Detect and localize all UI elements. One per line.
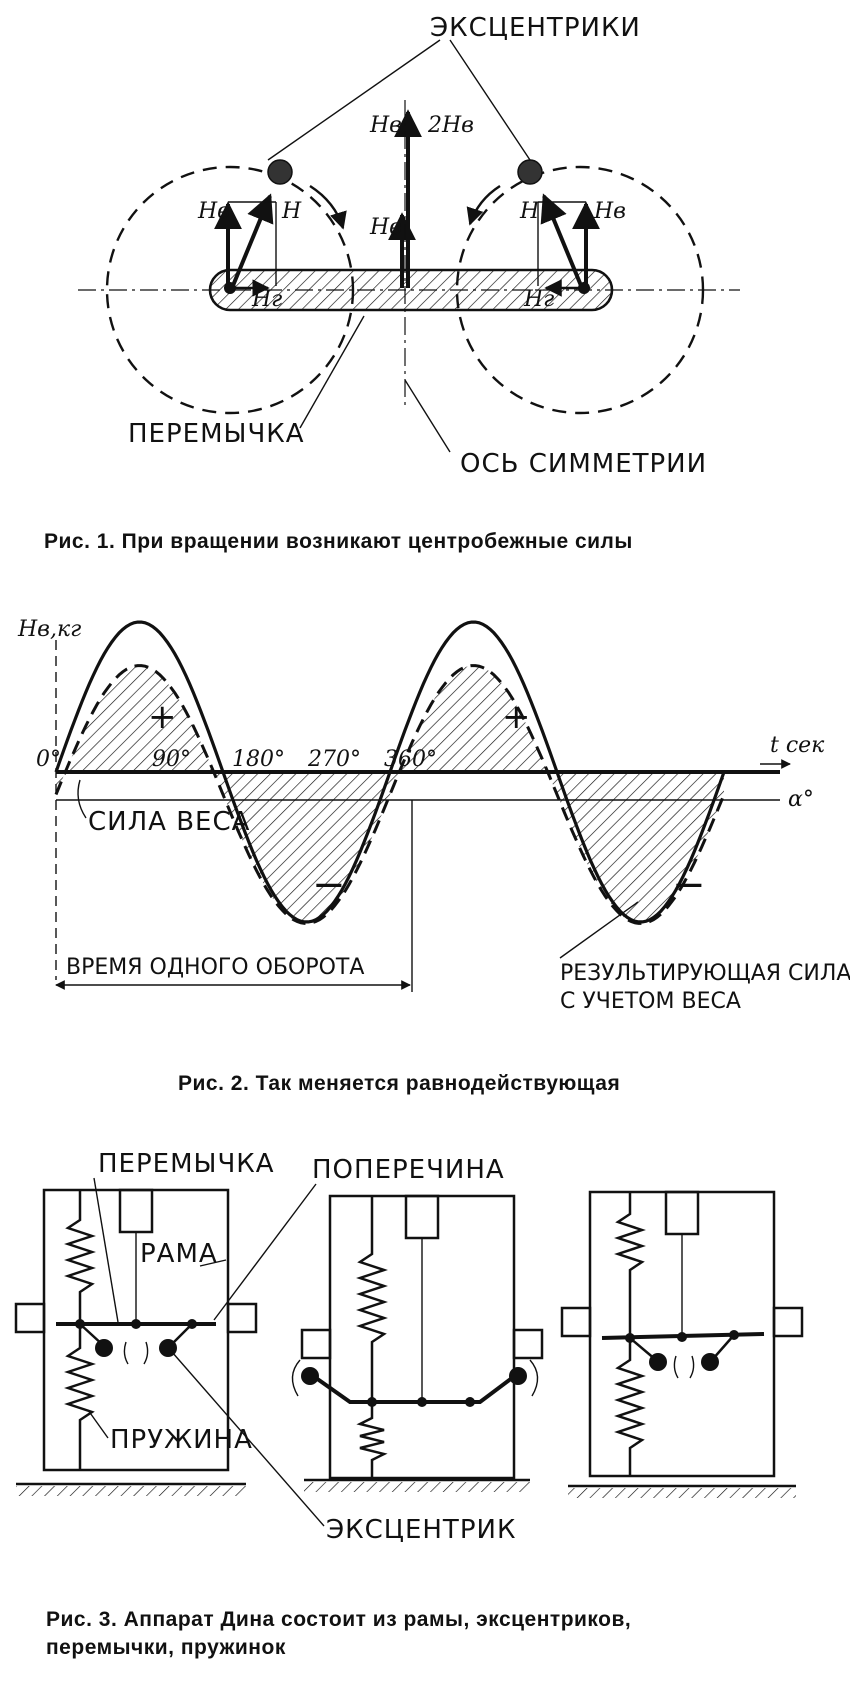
bridge-2: [316, 1378, 512, 1402]
spring-lower-2: [360, 1402, 384, 1478]
eccentric-ball-3b: [701, 1353, 719, 1371]
caption-figure-3-line-1: Рис. 3. Аппарат Дина состоит из рамы, эк…: [46, 1608, 631, 1631]
tab-right-2: [514, 1330, 542, 1358]
eccentric-ball-2a: [301, 1367, 319, 1385]
chart-alpha-label: α°: [788, 787, 814, 812]
leader-bridge-fig3: [94, 1178, 118, 1322]
symbol-h-left: Н: [281, 199, 302, 224]
eccentric-ball-left: [268, 160, 292, 184]
tab-left-1: [16, 1304, 44, 1332]
chart-tick-360: 360°: [384, 747, 437, 772]
rotation-mark: [530, 1360, 538, 1396]
weight-block-2: [406, 1196, 438, 1238]
joint: [417, 1397, 427, 1407]
apparatus-3: [562, 1192, 802, 1498]
label-spring: ПРУЖИНА: [110, 1425, 253, 1455]
eccentric-ball-2b: [509, 1367, 527, 1385]
figure-3: ПЕРЕМЫЧКА ПОПЕРЕЧИНА РАМА ПРУЖИНА ЭКСЦЕН…: [16, 1149, 802, 1659]
symbol-hg-right: Нг: [523, 287, 554, 312]
rotation-mark: [292, 1360, 300, 1396]
leader-result: [560, 902, 638, 958]
tab-left-3: [562, 1308, 590, 1336]
chart-tick-90: 90°: [152, 747, 191, 772]
rotation-mark: [674, 1356, 678, 1378]
rotation-mark: [124, 1342, 128, 1364]
leader-eccentric-right: [450, 40, 530, 160]
ground-hatch-2: [304, 1482, 530, 1492]
caption-figure-1: Рис. 1. При вращении возникают центробеж…: [44, 530, 633, 553]
eccentric-ball-3a: [649, 1353, 667, 1371]
figure-2: Нв,кг t сек α° 0° 90° 180° 270° 360° + +…: [17, 617, 850, 1095]
joint: [131, 1319, 141, 1329]
symbol-hv-right: Нв: [593, 199, 626, 224]
spring-lower-1: [68, 1326, 92, 1470]
rotation-mark: [690, 1356, 694, 1378]
tab-right-1: [228, 1304, 256, 1332]
label-result-1: РЕЗУЛЬТИРУЮЩАЯ СИЛА: [560, 961, 850, 986]
spring-upper-1: [68, 1190, 92, 1324]
caption-figure-3-line-2: перемычки, пружинок: [46, 1636, 286, 1659]
label-weight: СИЛА ВЕСА: [88, 807, 250, 837]
leader-eccentric-left: [268, 40, 440, 160]
symbol-h-right: Н: [519, 199, 540, 224]
joint: [367, 1397, 377, 1407]
joint: [465, 1397, 475, 1407]
minus-sign-1: −: [312, 862, 346, 908]
spring-upper-3: [618, 1192, 642, 1338]
label-crossbar: ПОПЕРЕЧИНА: [312, 1155, 505, 1185]
leader-axis: [405, 380, 450, 452]
chart-tick-0: 0°: [36, 747, 61, 772]
caption-figure-2: Рис. 2. Так меняется равнодействующая: [178, 1072, 620, 1095]
chart-ylabel: Нв,кг: [17, 617, 81, 642]
label-eccentrics: ЭКСЦЕНТРИКИ: [430, 13, 641, 43]
symbol-hv-mid: Нв: [369, 215, 402, 240]
label-result-2: С УЧЕТОМ ВЕСА: [560, 989, 741, 1014]
symbol-2hv: 2Нв: [427, 113, 474, 138]
weight-bracket: [78, 780, 86, 818]
tab-right-3: [774, 1308, 802, 1336]
ground-hatch-3: [568, 1488, 796, 1498]
plus-sign-1: +: [148, 697, 177, 737]
leader-spring: [88, 1410, 108, 1438]
ground-hatch-1: [16, 1486, 246, 1496]
rotation-arrow-left: [310, 186, 343, 228]
spring-lower-3: [618, 1338, 642, 1476]
figure-1: ЭКСЦЕНТРИКИ Нв Н Нг: [44, 13, 740, 553]
minus-sign-2: −: [672, 862, 706, 908]
spring-upper-2: [360, 1196, 384, 1402]
leader-crossbar: [214, 1184, 316, 1320]
joint: [677, 1332, 687, 1342]
plus-sign-2: +: [502, 697, 531, 737]
eccentric-ball-right: [518, 160, 542, 184]
apparatus-2: [292, 1196, 542, 1492]
symbol-hv-left: Нв: [197, 199, 230, 224]
chart-tick-270: 270°: [307, 747, 361, 772]
chart-tick-180: 180°: [232, 747, 285, 772]
label-eccentric: ЭКСЦЕНТРИК: [326, 1515, 516, 1545]
symbol-hg-left: Нг: [251, 287, 282, 312]
weight-block-3: [666, 1192, 698, 1234]
label-period: ВРЕМЯ ОДНОГО ОБОРОТА: [66, 955, 364, 980]
chart-xlabel: t сек: [770, 733, 825, 758]
weight-block-1: [120, 1190, 152, 1232]
tab-left-2: [302, 1330, 330, 1358]
label-bridge-fig3: ПЕРЕМЫЧКА: [98, 1149, 275, 1179]
label-bridge: ПЕРЕМЫЧКА: [128, 419, 305, 449]
rotation-mark: [144, 1342, 148, 1364]
label-axis: ОСЬ СИММЕТРИИ: [460, 449, 707, 479]
symbol-hv-top: Нв: [369, 113, 402, 138]
rotation-arrow-right: [470, 186, 500, 224]
leader-bridge: [300, 316, 364, 428]
eccentric-ball-1a: [95, 1339, 113, 1357]
